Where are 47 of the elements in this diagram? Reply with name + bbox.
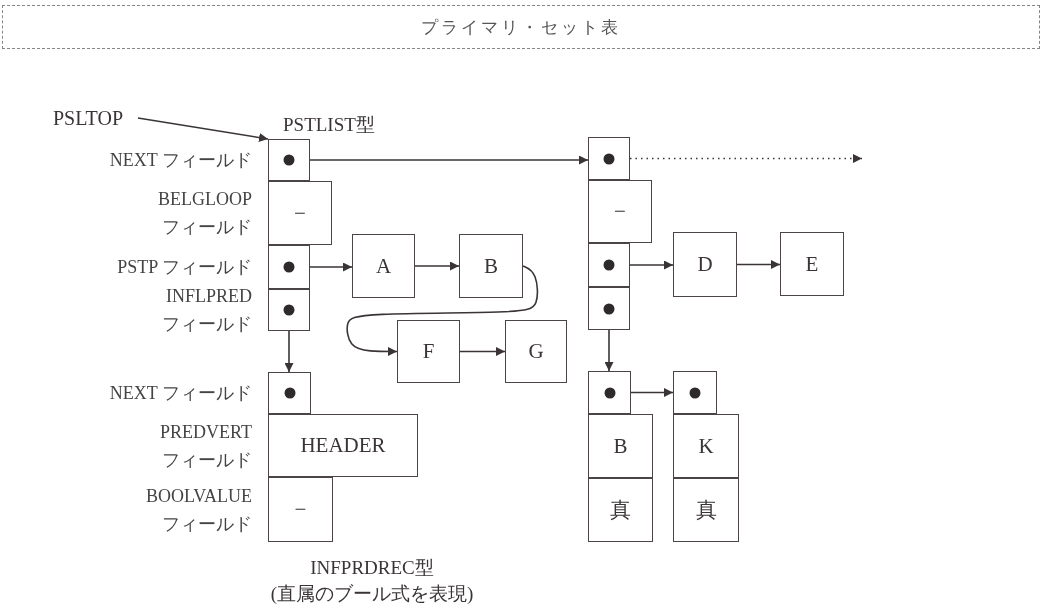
pointer-field xyxy=(268,139,310,181)
record-field: E xyxy=(780,232,844,296)
field-label: BOOLVALUE フィールド xyxy=(145,484,252,536)
type-label: INFPRDREC型 xyxy=(310,556,434,580)
record-field: F xyxy=(397,320,460,383)
arrow xyxy=(459,347,506,356)
arrow xyxy=(630,388,674,397)
pointer-label: PSLTOP xyxy=(36,104,140,132)
record-field: − xyxy=(588,180,652,243)
record-field: B xyxy=(588,414,653,478)
arrow xyxy=(309,262,353,272)
field-label: BELGLOOP フィールド xyxy=(157,188,252,239)
arrow xyxy=(414,261,460,271)
field-label: NEXT フィールド xyxy=(108,149,252,172)
record-field: 真 xyxy=(673,478,739,542)
record-field: B xyxy=(459,234,523,298)
arrow xyxy=(629,154,863,163)
arrow xyxy=(604,329,614,372)
title-band: プライマリ・セット表 xyxy=(2,5,1040,49)
record-field: HEADER xyxy=(268,414,418,477)
record-field: 真 xyxy=(588,478,653,542)
pointer-field xyxy=(673,371,717,414)
arrow xyxy=(137,117,269,142)
pointer-field xyxy=(268,372,311,414)
field-label: PSTP フィールド xyxy=(116,256,252,279)
arrow xyxy=(629,260,674,270)
record-field: A xyxy=(352,234,415,298)
pointer-field xyxy=(588,287,630,330)
arrow xyxy=(309,155,589,165)
field-label: PREDVERT フィールド xyxy=(159,420,252,472)
type-label: PSTLIST型 xyxy=(283,113,375,137)
arrow xyxy=(284,330,294,373)
pointer-field xyxy=(588,371,631,414)
record-field: G xyxy=(505,320,567,383)
pointer-field xyxy=(588,137,630,180)
arrow xyxy=(346,265,539,356)
pointer-field xyxy=(588,243,630,287)
pointer-field xyxy=(268,289,310,331)
record-field: − xyxy=(268,181,332,245)
record-field: − xyxy=(268,477,333,542)
record-field: K xyxy=(673,414,739,478)
arrow xyxy=(736,260,781,269)
field-label: INFLPRED フィールド xyxy=(161,285,252,336)
record-field: D xyxy=(673,232,737,297)
field-label: NEXT フィールド xyxy=(108,382,252,405)
type-note: (直属のブール式を表現) xyxy=(270,582,474,606)
pointer-field xyxy=(268,245,310,289)
